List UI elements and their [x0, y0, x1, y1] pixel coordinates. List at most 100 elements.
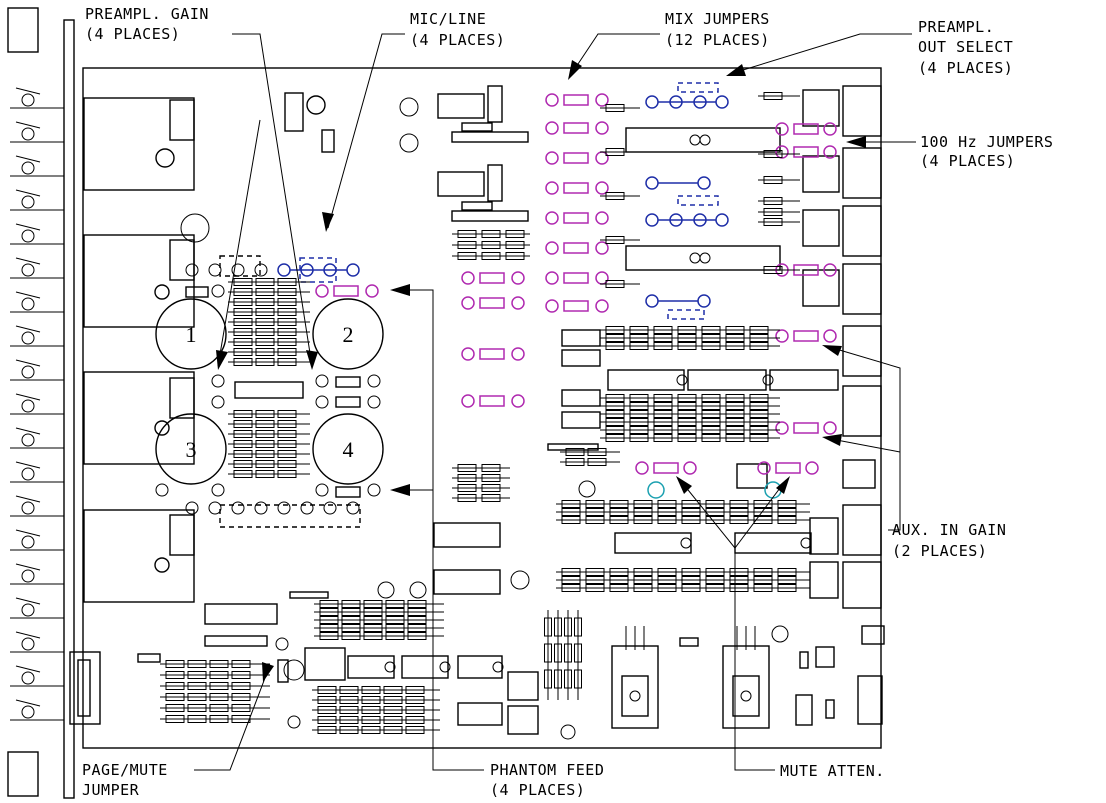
- resistor-icon: [233, 450, 253, 458]
- resistor-icon: [564, 643, 572, 663]
- resistor-icon: [363, 632, 383, 640]
- resistor-icon: [233, 430, 253, 438]
- resistor-icon: [629, 394, 649, 402]
- resistor-icon: [701, 426, 721, 434]
- mix-pad-icon: [461, 394, 475, 408]
- label-page-mute: PAGE/MUTE: [82, 761, 168, 779]
- resistor-icon: [255, 420, 275, 428]
- resistor-icon: [255, 278, 275, 286]
- resistor-icon: [457, 241, 477, 249]
- resistor-icon: [544, 669, 552, 689]
- output-connectors: [802, 85, 885, 645]
- resistor-icon: [701, 334, 721, 342]
- resistor-icon: [725, 394, 745, 402]
- panel-jack-icon: [21, 263, 35, 277]
- resistor-icon: [317, 686, 337, 694]
- resistor-icon: [233, 410, 253, 418]
- resistor-icon: [405, 686, 425, 694]
- mix-pad-icon: [545, 121, 559, 135]
- db-connector: [69, 651, 101, 725]
- panel-jack-line: [15, 427, 41, 435]
- resistor-icon: [481, 230, 501, 238]
- mix-pad-icon: [545, 93, 559, 107]
- resistor-icon: [677, 418, 697, 426]
- resistor-icon: [561, 568, 581, 576]
- panel-jack-line: [15, 563, 41, 571]
- resistor-icon: [629, 410, 649, 418]
- resistor-icon: [209, 693, 229, 701]
- resistor-icon: [753, 516, 773, 524]
- resistor-icon: [385, 600, 405, 608]
- resistor-icon: [339, 726, 359, 734]
- resistor-icon: [363, 600, 383, 608]
- resistor-icon: [605, 342, 625, 350]
- resistor-icon: [605, 148, 625, 156]
- resistor-icon: [341, 632, 361, 640]
- resistor-icon: [505, 252, 525, 260]
- panel-jack-icon: [21, 433, 35, 447]
- resistor-icon: [233, 348, 253, 356]
- resistor-icon: [629, 434, 649, 442]
- resistor-icon: [383, 706, 403, 714]
- front-panel: [7, 7, 75, 799]
- resistor-icon: [277, 278, 297, 286]
- resistor-icon: [385, 616, 405, 624]
- resistor-icon: [565, 448, 585, 456]
- label-mix-jumpers-count: (12 PLACES): [665, 31, 770, 49]
- resistor-icon: [677, 410, 697, 418]
- resistor-icon: [561, 576, 581, 584]
- resistor-icon: [629, 334, 649, 342]
- resistor-icon: [277, 338, 297, 346]
- mix-jumper-icon: [479, 272, 505, 284]
- resistor-icon: [317, 706, 337, 714]
- resistor-icon: [701, 394, 721, 402]
- gain-pots: 1 2 3 4: [155, 298, 384, 485]
- mix-pad-icon: [511, 296, 525, 310]
- label-page-mute-jumper: JUMPER: [82, 781, 140, 799]
- resistor-icon: [481, 484, 501, 492]
- resistor-icon: [319, 608, 339, 616]
- resistor-icon: [605, 334, 625, 342]
- panel-jack-icon: [21, 399, 35, 413]
- label-mute-atten: MUTE ATTEN.: [780, 762, 885, 780]
- resistor-icon: [777, 508, 797, 516]
- mix-pad-icon: [545, 181, 559, 195]
- mix-pad-icon: [595, 181, 609, 195]
- label-mic-line-count: (4 PLACES): [410, 31, 505, 49]
- label-100hz-count: (4 PLACES): [920, 152, 1015, 170]
- resistor-icon: [725, 334, 745, 342]
- preamp-section: [155, 213, 381, 528]
- upper-center-components: [284, 85, 529, 222]
- resistor-icon: [585, 500, 605, 508]
- resistor-icon: [629, 426, 649, 434]
- resistor-icon: [341, 616, 361, 624]
- resistor-icon: [763, 197, 783, 205]
- resistor-icon: [574, 617, 582, 637]
- panel-jack-line: [15, 393, 41, 401]
- resistor-icon: [187, 693, 207, 701]
- mix-pad-icon: [545, 241, 559, 255]
- leader-lines: [194, 33, 916, 771]
- resistor-icon: [701, 410, 721, 418]
- resistor-icon: [753, 568, 773, 576]
- panel-jack-icon: [21, 705, 35, 719]
- resistor-icon: [633, 568, 653, 576]
- resistor-icon: [209, 715, 229, 723]
- resistor-icon: [749, 426, 769, 434]
- resistor-icon: [317, 696, 337, 704]
- resistor-icon: [233, 328, 253, 336]
- panel-jack-icon: [21, 297, 35, 311]
- resistor-icon: [653, 410, 673, 418]
- resistor-icon: [705, 500, 725, 508]
- lower-components: [137, 581, 883, 740]
- resistor-icon: [277, 420, 297, 428]
- panel-jack-line: [15, 461, 41, 469]
- resistor-icon: [729, 500, 749, 508]
- resistor-icon: [341, 624, 361, 632]
- resistor-icon: [317, 716, 337, 724]
- resistor-icon: [231, 660, 251, 668]
- mix-jumper-icon: [563, 242, 589, 254]
- resistor-icon: [233, 298, 253, 306]
- resistor-icon: [233, 440, 253, 448]
- mix-jumper-icon: [479, 348, 505, 360]
